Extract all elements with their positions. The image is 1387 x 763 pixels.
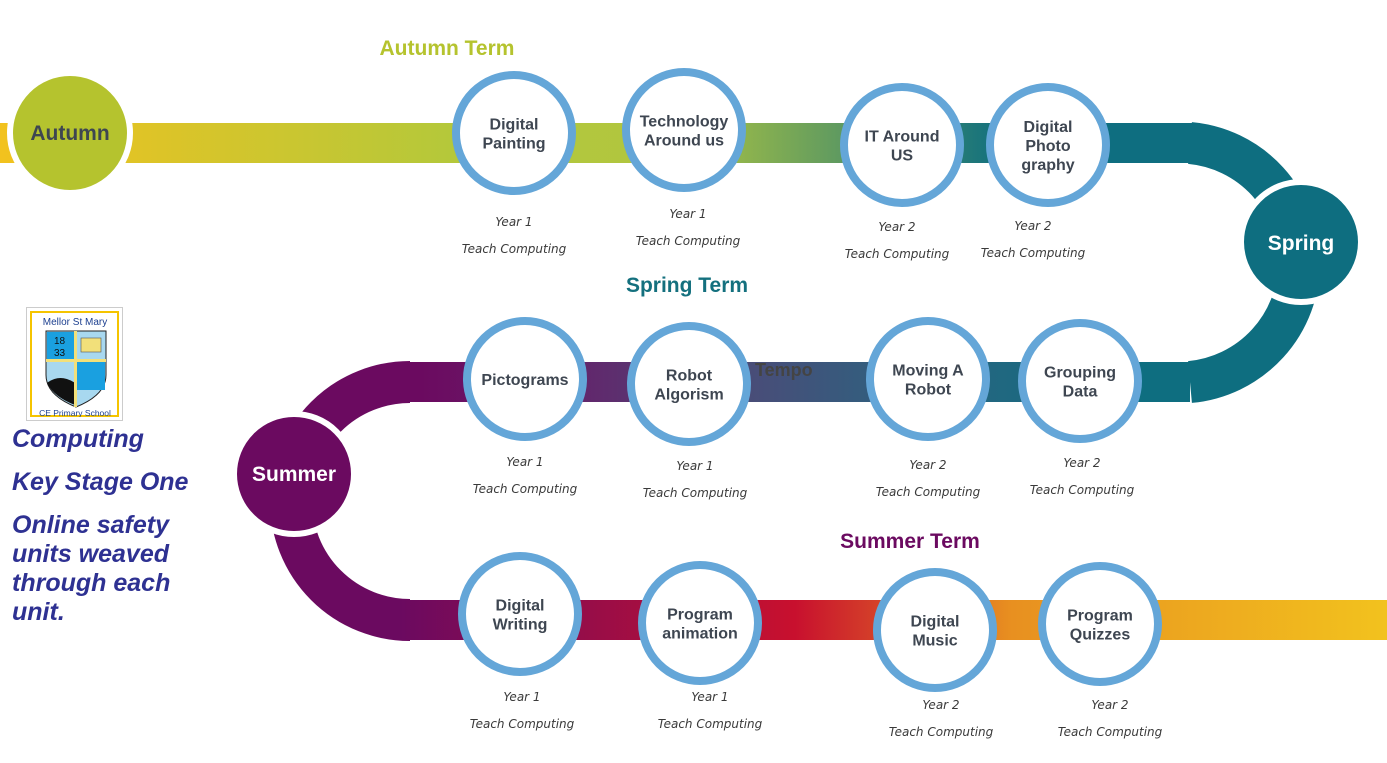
unit-title: Photo [1025, 138, 1071, 155]
unit-title: Technology [640, 114, 729, 131]
unit-title: Digital [490, 117, 539, 134]
unit-title: Moving A [892, 363, 964, 380]
unit-title: IT Around [865, 129, 940, 146]
svg-text:33: 33 [54, 348, 66, 359]
unit-year: Year 2 [909, 458, 946, 472]
unit-circle [1018, 319, 1142, 443]
unit-year: Year 2 [1091, 698, 1128, 712]
unit-source: Teach Computing [473, 482, 578, 496]
unit-title: Digital [1024, 119, 1073, 136]
unit-source: Teach Computing [889, 725, 994, 739]
unit-circle [622, 68, 746, 192]
unit-source: Teach Computing [1030, 483, 1135, 497]
season-label: Spring [1268, 232, 1335, 255]
unit-title: Data [1063, 384, 1098, 401]
spring-term-title: Spring Term [626, 274, 748, 297]
unit-source: Teach Computing [981, 246, 1086, 260]
unit-title: Robot [905, 382, 952, 399]
unit-year: Year 2 [1014, 219, 1051, 233]
unit-source: Teach Computing [643, 486, 748, 500]
unit-circle [627, 322, 751, 446]
season-label: Summer [252, 463, 336, 486]
unit-circle [986, 83, 1110, 207]
unit-title: animation [662, 626, 738, 643]
unit-title: Around us [644, 133, 724, 150]
autumn-term-title: Autumn Term [380, 37, 515, 60]
subject-label: Computing [12, 425, 144, 453]
unit-title: graphy [1021, 157, 1074, 174]
unit-source: Teach Computing [1058, 725, 1163, 739]
unit-title: Digital [911, 614, 960, 631]
unit-year: Year 1 [503, 690, 540, 704]
unit-title: Robot [666, 368, 713, 385]
unit-year: Year 1 [669, 207, 706, 221]
unit-circle [458, 552, 582, 676]
unit-title: Program [667, 607, 733, 624]
online-safety-note: Online safety units weaved through each … [12, 511, 171, 626]
unit-year: Year 2 [878, 220, 915, 234]
unit-source: Teach Computing [462, 242, 567, 256]
unit-title: Quizzes [1070, 627, 1131, 644]
unit-source: Teach Computing [845, 247, 950, 261]
season-summer: Summer [231, 411, 357, 537]
school-crest-icon: Mellor St Mary 18 33 CE Primary School [39, 317, 111, 417]
unit-title: Algorism [654, 387, 723, 404]
unit-year: Year 2 [1063, 456, 1100, 470]
school-logo: Mellor St Mary 18 33 CE Primary School [26, 307, 123, 421]
key-stage-label: Key Stage One [12, 468, 189, 496]
unit-source: Teach Computing [658, 717, 763, 731]
unit-title: Music [912, 633, 957, 650]
season-label: Autumn [30, 122, 109, 145]
unit-year: Year 1 [495, 215, 532, 229]
unit-title: Painting [482, 136, 545, 153]
unit-circle [452, 71, 576, 195]
unit-year: Year 1 [676, 459, 713, 473]
unit-source: Teach Computing [636, 234, 741, 248]
unit-year: Year 2 [922, 698, 959, 712]
svg-text:18: 18 [54, 336, 66, 347]
unit-circle [463, 317, 587, 441]
unit-year: Year 1 [691, 690, 728, 704]
unit-title: US [891, 148, 914, 165]
unit-circle [1038, 562, 1162, 686]
season-spring: Spring [1238, 179, 1364, 305]
unit-circle [866, 317, 990, 441]
svg-text:Mellor St Mary: Mellor St Mary [43, 317, 107, 328]
stray-text: Tempo [755, 360, 813, 380]
unit-title: Grouping [1044, 365, 1116, 382]
summer-term-title: Summer Term [840, 530, 980, 553]
unit-title: Program [1067, 608, 1133, 625]
unit-circle [840, 83, 964, 207]
unit-year: Year 1 [506, 455, 543, 469]
unit-source: Teach Computing [470, 717, 575, 731]
unit-circle [638, 561, 762, 685]
unit-circle [873, 568, 997, 692]
unit-title: Pictograms [481, 372, 568, 389]
season-autumn: Autumn [7, 70, 133, 196]
unit-title: Writing [493, 617, 548, 634]
unit-source: Teach Computing [876, 485, 981, 499]
unit-title: Digital [496, 598, 545, 615]
svg-text:CE Primary School: CE Primary School [39, 408, 111, 417]
